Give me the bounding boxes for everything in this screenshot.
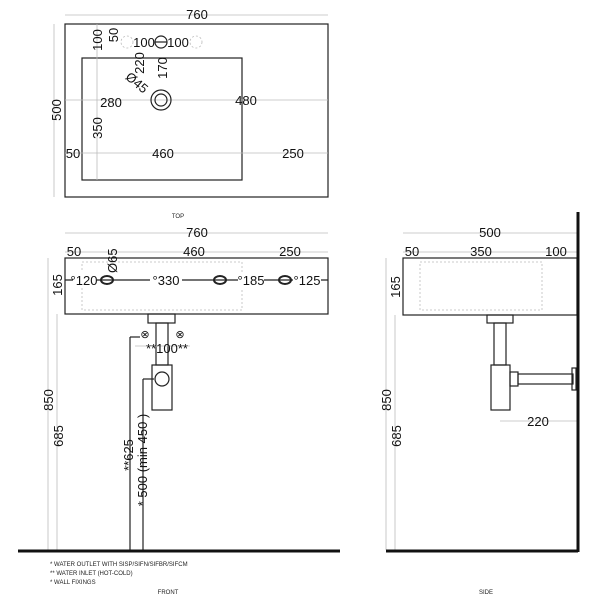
wall-fixing-icon [278,275,292,285]
left-to-drain-dim: 280 [100,95,122,110]
basin-width-dim: 460 [152,146,174,161]
drain-icon [150,89,172,111]
front-width-dim: 760 [186,225,208,240]
note-water-outlet: * WATER OUTLET WITH SISP/SIFN/SIFBR/SIFC… [50,562,188,568]
basin-outline [64,23,329,198]
outlet-height-dim: * 500 (min 450 ) [135,414,150,507]
side-front-margin-dim: 50 [405,244,419,259]
front-right-margin-dim: 250 [279,244,301,259]
view-label-side: SIDE [479,590,493,596]
inlet-cross-icon: ⊗ [140,329,149,341]
label-bg [293,272,321,288]
drain-inner [154,93,168,107]
optional-tap-hole-icon [120,35,134,49]
dim-170: 170 [155,57,170,79]
wall-flange [571,367,577,391]
side-total-height-dim: 850 [379,389,394,411]
trap-nut [147,313,176,324]
basin-depth-dim: 350 [90,117,105,139]
tap-offset-b-dim: 50 [106,28,121,42]
drain-to-right-dim: 480 [235,93,257,108]
basin-side-outline [402,257,578,316]
bowl-outline [81,57,243,181]
inlet-spacing-dim: **100** [146,341,188,356]
right-margin-dim: 250 [282,146,304,161]
fixing-2-dim: °330 [153,273,180,288]
inlet-height-dim: **625 [121,439,136,471]
fixing-1-dim: °120 [71,273,98,288]
trap-bottle [490,364,511,411]
side-view: 500 50 350 100 165 220 850 685 SIDE [379,212,580,596]
hole-diameter-dim: Ø65 [105,248,120,273]
optional-tap-hole-icon [189,35,203,49]
outlet-icon [154,371,170,387]
bowl-hidden-outline [419,261,543,311]
side-back-margin-dim: 100 [545,244,567,259]
view-label-top: TOP [172,214,184,220]
front-height-dim: 165 [50,274,65,296]
top-view: 760 500 100 100 100 50 220 170 Ø45 280 4… [49,7,329,220]
note-water-inlet: ** WATER INLET (HOT-COLD) [50,571,133,577]
trap-nut [486,314,514,324]
top-width-dim: 760 [186,7,208,22]
trap-outlet-pipe [517,373,574,385]
side-height-dim: 165 [388,276,403,298]
basin-front-outline [64,257,329,315]
inlet-cross-icon: ⊗ [175,329,184,341]
view-label-front: FRONT [158,590,179,596]
label-bg [73,272,97,288]
front-left-margin-dim: 50 [67,244,81,259]
trap-elbow [509,371,519,387]
side-depth-dim: 500 [479,225,501,240]
label-bg [238,272,264,288]
dim-220: 220 [132,52,147,74]
note-wall-fixings: * WALL FIXINGS [50,580,96,586]
trap-pipe [493,322,507,366]
trap-bottle [151,364,173,411]
top-depth-dim: 500 [49,99,64,121]
left-margin-dim: 50 [66,146,80,161]
wall-fixing-icon [213,275,227,285]
front-basin-width-dim: 460 [183,244,205,259]
label-bg [150,272,182,288]
wall-fixing-icon [100,275,114,285]
fixing-3-dim: °185 [238,273,265,288]
front-base-height-dim: 685 [51,425,66,447]
trap-projection-dim: 220 [527,414,549,429]
tap-spacing-right-dim: 100 [167,35,189,50]
front-view: 760 50 460 250 165 °120 Ø65 °330 °185 °1… [18,225,340,596]
front-total-height-dim: 850 [41,389,56,411]
side-basin-depth-dim: 350 [470,244,492,259]
tap-offset-a-dim: 100 [90,29,105,51]
tap-spacing-left-dim: 100 [133,35,155,50]
fixing-4-dim: °125 [294,273,321,288]
side-base-height-dim: 685 [389,425,404,447]
